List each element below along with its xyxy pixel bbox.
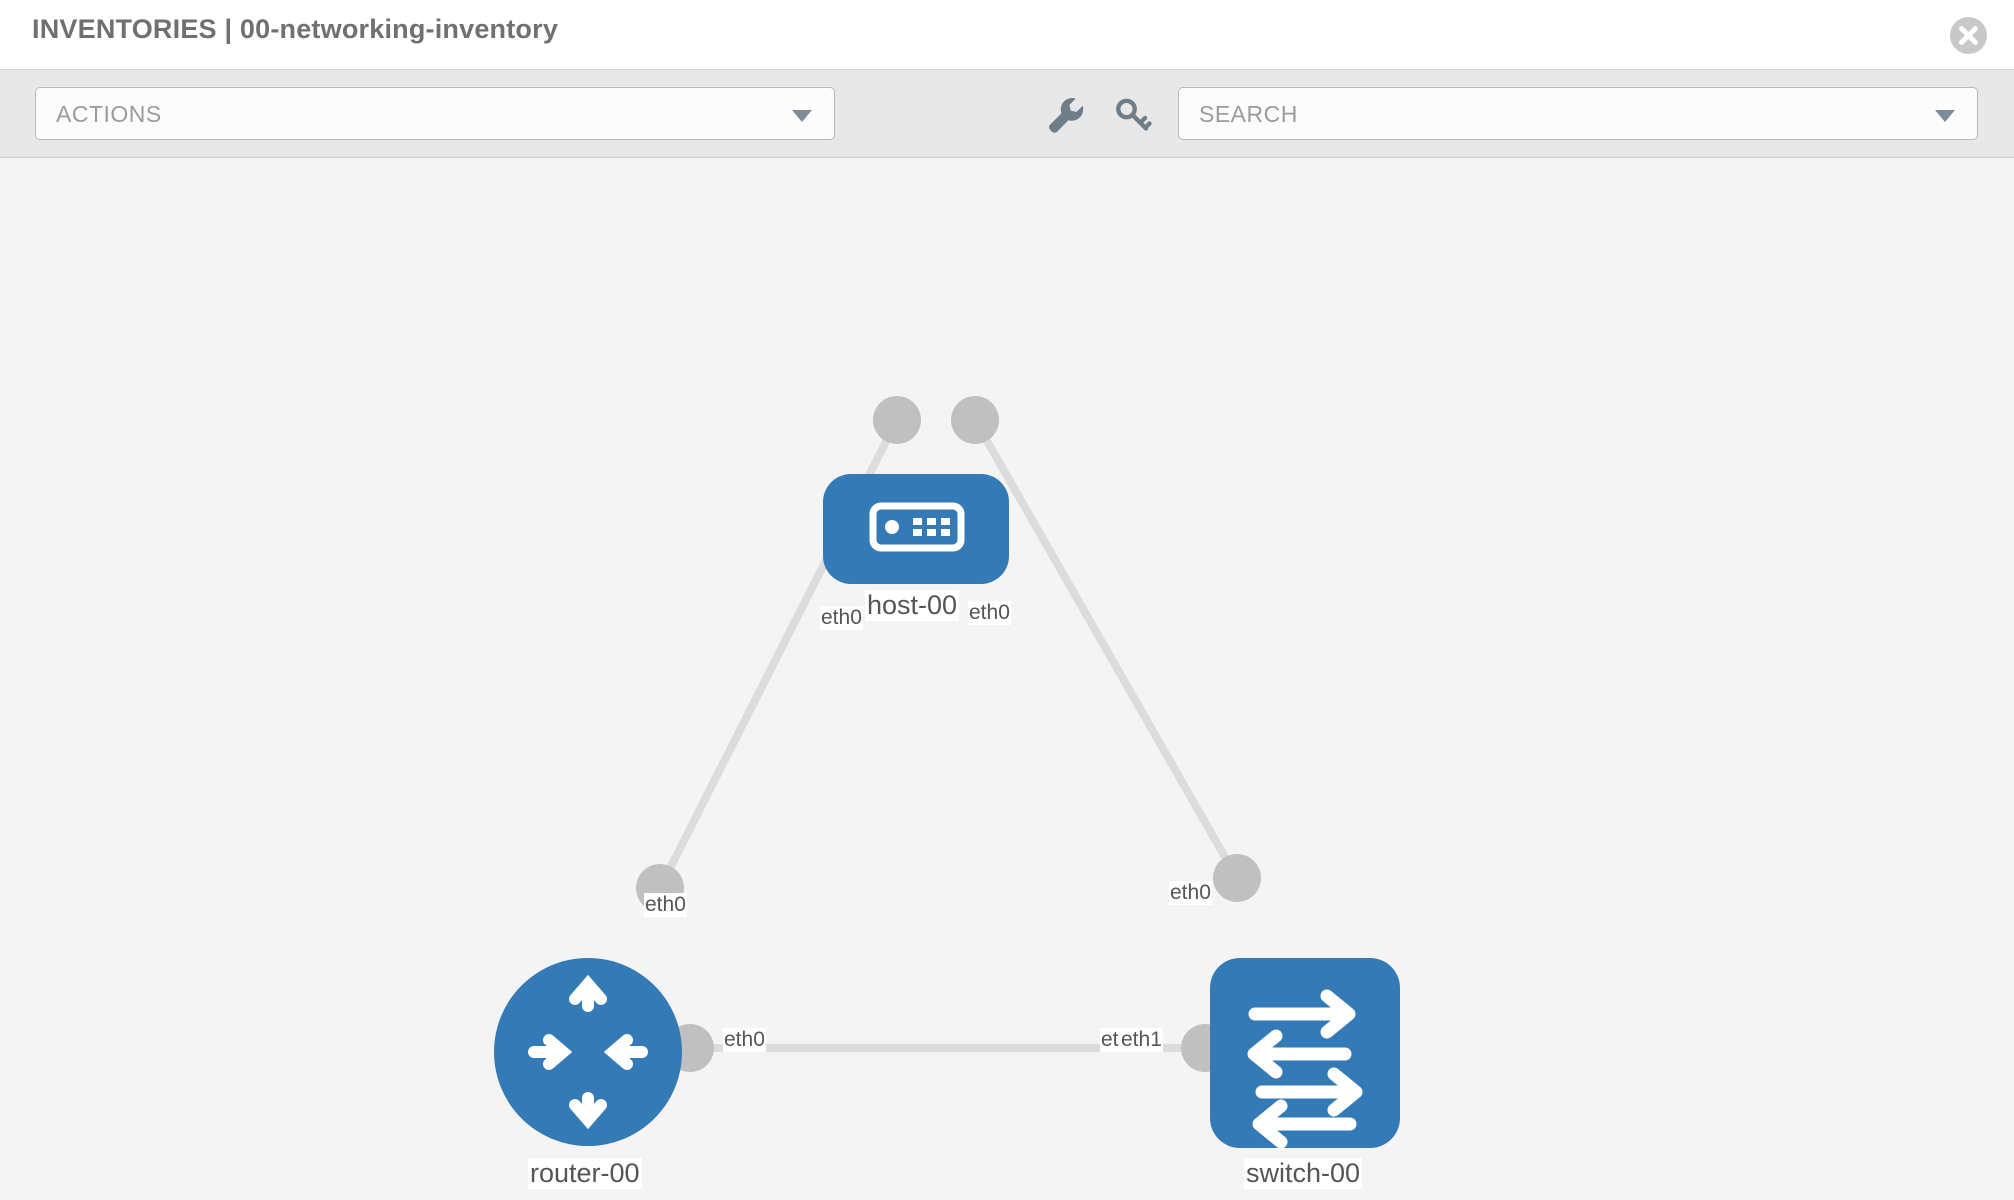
search-placeholder: SEARCH xyxy=(1199,101,1298,127)
node-router-00[interactable] xyxy=(494,958,682,1146)
chevron-down-icon xyxy=(1935,110,1955,122)
node-label-router-00: router-00 xyxy=(528,1158,642,1189)
node-host-00[interactable] xyxy=(823,474,1009,584)
chevron-down-icon xyxy=(792,110,812,122)
iface-label-router00-top: eth0 xyxy=(644,893,687,917)
key-glyph xyxy=(1116,98,1152,131)
endpoint-switch00-top[interactable] xyxy=(1213,854,1261,902)
endpoint-host00-right[interactable] xyxy=(951,396,999,444)
router-icon xyxy=(528,974,648,1130)
toolbar: ACTIONS SEARCH xyxy=(0,70,2014,158)
iface-label-switch00-top: eth0 xyxy=(1169,881,1212,905)
search-input[interactable]: SEARCH xyxy=(1178,87,1978,140)
iface-label-router00-right: eth0 xyxy=(723,1028,766,1052)
node-label-switch-00: switch-00 xyxy=(1244,1158,1363,1189)
node-switch-00[interactable] xyxy=(1210,958,1400,1149)
close-icon[interactable] xyxy=(1950,17,1987,54)
iface-label-switch00-left: eth1 xyxy=(1120,1028,1163,1052)
wrench-icon[interactable] xyxy=(1042,92,1088,138)
node-label-host-00: host-00 xyxy=(865,590,960,621)
close-glyph xyxy=(1959,26,1978,45)
actions-dropdown-label: ACTIONS xyxy=(56,101,162,127)
key-icon[interactable] xyxy=(1110,92,1156,138)
iface-label-host00-left: eth0 xyxy=(820,606,863,630)
iface-label-host00-right: eth0 xyxy=(968,601,1011,625)
wrench-glyph xyxy=(1049,97,1084,133)
header-bar: INVENTORIES | 00-networking-inventory xyxy=(0,0,2014,70)
topology-graph xyxy=(494,396,1400,1149)
actions-dropdown[interactable]: ACTIONS xyxy=(35,87,835,140)
link-host00-switch00[interactable] xyxy=(971,418,1241,880)
endpoint-host00-left[interactable] xyxy=(873,396,921,444)
switch-icon xyxy=(1247,989,1363,1149)
page-title: INVENTORIES | 00-networking-inventory xyxy=(32,14,559,44)
server-icon xyxy=(869,502,965,552)
topology-canvas[interactable]: host-00 router-00 switch-00 eth0 eth0 et… xyxy=(0,158,2014,1200)
